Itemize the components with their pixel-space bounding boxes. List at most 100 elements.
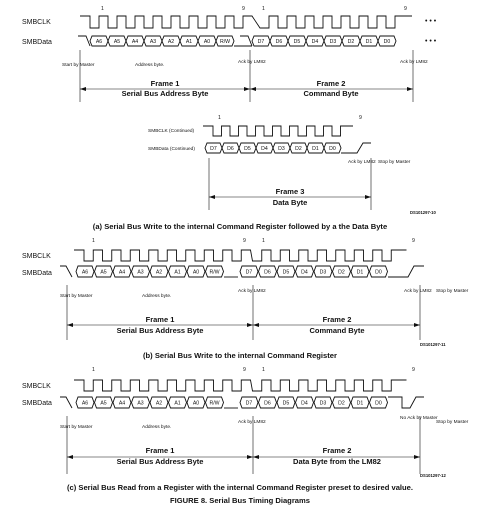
frame-arrow [250, 87, 413, 91]
continuation-dots: • • • [425, 18, 437, 25]
data-bit-cell [168, 265, 187, 278]
frame-arrow [209, 195, 371, 199]
frame-arrow [253, 455, 420, 459]
ack-note: Ack by LM82 [404, 288, 432, 294]
frame-1-name: Serial Bus Address Byte [122, 89, 209, 98]
figure-code: DS101297-11 [420, 342, 446, 347]
smbclk-label: SMBCLK [22, 253, 51, 260]
data-bit-cell [332, 265, 351, 278]
data-bit-cell [295, 265, 314, 278]
data-bit-label: D3 [320, 401, 327, 407]
data-bit-cell [168, 396, 187, 409]
frame-2-label: Frame 2 [323, 315, 352, 324]
smbclk-waveform [74, 249, 407, 262]
data-bit-cell [186, 396, 206, 409]
frame-arrow [67, 455, 253, 459]
data-bit-cell [258, 265, 277, 278]
data-bit-cell [94, 396, 113, 409]
data-bit-label: A3 [137, 270, 143, 276]
no-ack-stop [388, 396, 424, 409]
data-bit-cell [131, 396, 150, 409]
ack-note: Ack by LM82 [238, 419, 266, 425]
frame-2-label: Frame 2 [317, 79, 346, 88]
ack-note: Ack by LM82 [348, 159, 376, 165]
frame-1-name: Serial Bus Address Byte [117, 457, 204, 466]
data-bit-label: A1 [186, 39, 192, 45]
data-bit-label: A6 [82, 270, 88, 276]
data-bit-label: D6 [264, 401, 271, 407]
stop-edge [341, 142, 371, 154]
start-note: Start by Master [60, 293, 93, 299]
data-bit-cell [369, 265, 388, 278]
data-bit-label: D4 [261, 146, 268, 152]
data-bit-label: A5 [100, 270, 106, 276]
data-bit-label: D5 [283, 401, 290, 407]
data-bit-label: D7 [210, 146, 217, 152]
smbdata-continued-label: SMBData (Continued) [148, 146, 195, 152]
clock-number-1: 1 [262, 6, 265, 12]
smbclk-label: SMBCLK [22, 383, 51, 390]
smbclk-continued-label: SMBCLK (Continued) [148, 128, 195, 134]
data-bit-label: D4 [301, 270, 308, 276]
data-bit-label: A1 [174, 270, 180, 276]
clock-number-1: 1 [262, 367, 265, 373]
data-bit-label: D1 [357, 401, 364, 407]
data-bit-label: D0 [375, 270, 382, 276]
clock-number-9: 9 [242, 6, 245, 12]
stop-edge [388, 265, 424, 278]
clock-trace [74, 249, 407, 262]
frame-2-name: Data Byte from the LM82 [293, 457, 381, 466]
ack-note: Ack by LM82 [238, 288, 266, 294]
frame-3-label: Frame 3 [276, 187, 305, 196]
stop-note: Stop by Master [436, 288, 469, 294]
data-bit-cell [332, 396, 351, 409]
data-bit-label: D2 [295, 146, 302, 152]
data-bit-label: D0 [384, 39, 391, 45]
data-bit-cell [350, 396, 370, 409]
clock-number-1: 1 [92, 238, 95, 244]
clock-trace [203, 125, 353, 137]
clock-number-9: 9 [359, 115, 362, 121]
data-bit-label: D3 [330, 39, 337, 45]
stop-note: Stop by Master [378, 159, 411, 165]
address-byte-note: Address byte. [142, 293, 171, 299]
data-bit-cell [112, 396, 132, 409]
data-bit-label: D6 [227, 146, 234, 152]
data-bit-cell [276, 396, 296, 409]
stop-note: Stop by Master [436, 419, 469, 425]
data-bit-label: D2 [338, 401, 345, 407]
figure-code: DS101297-12 [420, 473, 447, 478]
address-byte-note: Address byte. [142, 424, 171, 430]
smbclk-waveform [74, 379, 407, 392]
data-bit-label: D7 [246, 401, 253, 407]
data-bit-label: D0 [329, 146, 336, 152]
data-bit-label: D5 [294, 39, 301, 45]
data-bit-cell [149, 396, 169, 409]
start-note: Start by Master [60, 424, 93, 430]
start-edge [60, 396, 73, 409]
data-bit-label: A4 [119, 270, 125, 276]
data-bit-cell [369, 396, 388, 409]
data-bit-label: A0 [193, 401, 199, 407]
clock-number-1: 1 [101, 6, 104, 12]
start-edge [60, 265, 73, 278]
clock-number-1: 1 [92, 367, 95, 373]
data-bit-label: D1 [357, 270, 364, 276]
data-bit-label: A5 [100, 401, 106, 407]
frame-1-label: Frame 1 [151, 79, 180, 88]
frame-arrow [80, 87, 250, 91]
smbclk-label: SMBCLK [22, 19, 51, 26]
frame-arrow [253, 323, 420, 327]
data-bit-label: A0 [193, 270, 199, 276]
clock-number-9: 9 [243, 238, 246, 244]
clock-trace [74, 379, 407, 392]
data-bit-cell [313, 396, 333, 409]
data-bit-cell [239, 265, 259, 278]
address-byte-note: Address byte. [135, 62, 164, 68]
